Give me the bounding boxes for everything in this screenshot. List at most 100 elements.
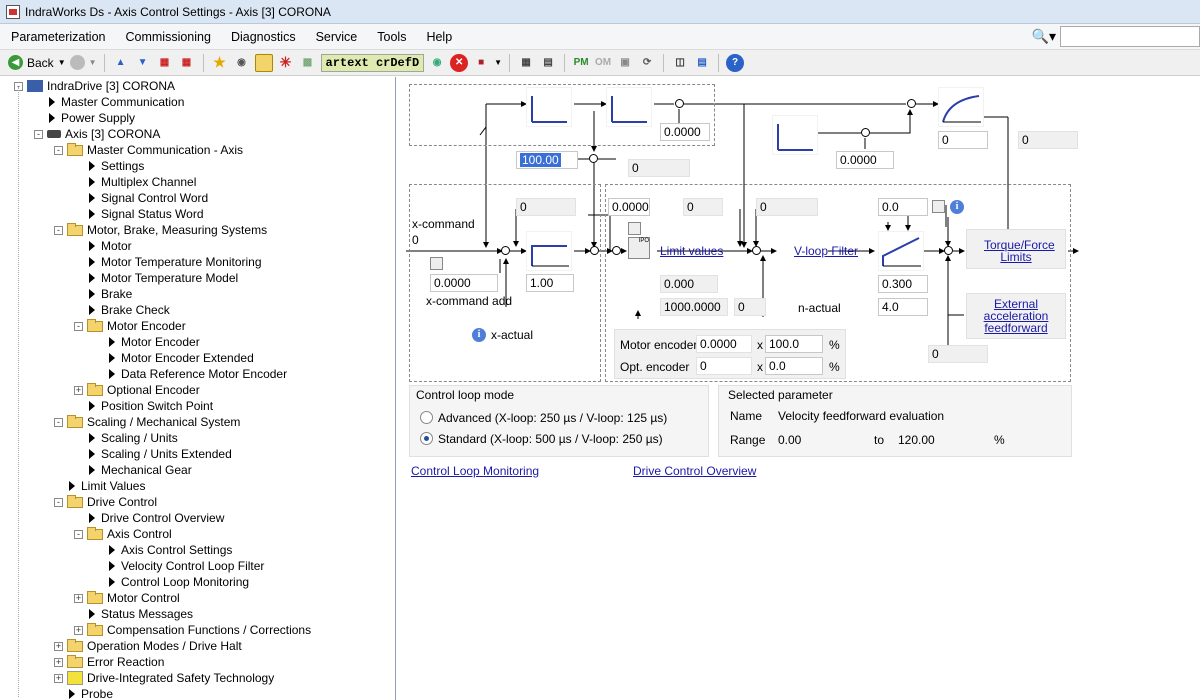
tree-item[interactable]: Motor Encoder: [94, 334, 200, 350]
top-right-output[interactable]: 0: [938, 131, 988, 149]
forward-button[interactable]: [69, 55, 85, 70]
tree-item[interactable]: -Scaling / Mechanical System: [54, 414, 240, 430]
collapse-icon[interactable]: -: [54, 497, 63, 507]
tree-item[interactable]: Signal Control Word: [74, 190, 208, 206]
menu-commissioning[interactable]: Commissioning: [125, 29, 211, 44]
tree-item[interactable]: Signal Status Word: [74, 206, 204, 222]
motor-encoder-factor[interactable]: 100.0: [765, 335, 823, 353]
folder-view-icon[interactable]: [254, 53, 273, 72]
find-icon[interactable]: ◉: [237, 57, 246, 68]
param-list-icon[interactable]: ▦: [159, 57, 170, 68]
tree-item[interactable]: Master Communication: [34, 94, 184, 110]
tree-item[interactable]: Axis Control Settings: [94, 542, 232, 558]
menu-diagnostics[interactable]: Diagnostics: [230, 29, 296, 44]
tree-item[interactable]: -Axis Control: [74, 526, 172, 542]
top-input-field[interactable]: 100.00: [520, 153, 561, 167]
tree-item[interactable]: Motor: [74, 238, 132, 254]
top-gain-field[interactable]: 0.0000: [660, 123, 710, 141]
expand-icon[interactable]: +: [74, 384, 83, 395]
tree-item[interactable]: Data Reference Motor Encoder: [94, 366, 287, 382]
menu-service[interactable]: Service: [315, 29, 358, 44]
kv-field[interactable]: 1.00: [526, 274, 574, 292]
collapse-icon[interactable]: -: [74, 321, 83, 331]
refresh-icon[interactable]: ⟳: [642, 57, 652, 68]
advanced-radio[interactable]: [420, 411, 433, 424]
expand-icon[interactable]: +: [74, 592, 83, 603]
tn-field[interactable]: 4.0: [878, 298, 928, 316]
compare-icon[interactable]: ▤: [697, 57, 707, 68]
tree-item[interactable]: Probe: [54, 686, 113, 700]
drive-icon[interactable]: ■: [478, 57, 485, 68]
tree-item[interactable]: Multiplex Channel: [74, 174, 196, 190]
limit-values-link[interactable]: Limit values: [660, 244, 724, 258]
menu-help[interactable]: Help: [426, 29, 453, 44]
tree-item[interactable]: Motor Encoder Extended: [94, 350, 254, 366]
v-feedforward-checkbox[interactable]: [932, 200, 945, 213]
standard-radio[interactable]: [420, 432, 433, 445]
navigate-up-icon[interactable]: ▲: [115, 57, 126, 68]
cancel-icon[interactable]: ✕: [450, 53, 469, 72]
tree-item[interactable]: +Error Reaction: [54, 654, 164, 670]
collapse-icon[interactable]: -: [74, 529, 83, 539]
v-feedforward-info-icon[interactable]: i: [950, 200, 964, 214]
top-right-gain-field[interactable]: 0.0000: [836, 151, 894, 169]
tree-item[interactable]: Motor Temperature Monitoring: [74, 254, 262, 270]
tree-item[interactable]: Status Messages: [74, 606, 193, 622]
tree-item[interactable]: Scaling / Units: [74, 430, 178, 446]
search-input[interactable]: [1060, 26, 1200, 47]
tree-item[interactable]: +Motor Control: [74, 590, 180, 606]
param-list2-icon[interactable]: ▦: [181, 57, 192, 68]
x-actual-info-icon[interactable]: i: [472, 328, 486, 342]
v-feedforward-field[interactable]: 0.0: [878, 198, 928, 216]
opt-encoder-factor[interactable]: 0.0: [765, 357, 823, 375]
tree-item[interactable]: Position Switch Point: [74, 398, 213, 414]
collapse-icon[interactable]: -: [54, 417, 63, 427]
expand-icon[interactable]: +: [54, 640, 63, 651]
bb-icon[interactable]: ▣: [620, 57, 630, 68]
navigate-down-icon[interactable]: ▼: [137, 57, 148, 68]
star-icon[interactable]: ★: [213, 54, 226, 70]
tree-item[interactable]: Motor Temperature Model: [74, 270, 238, 286]
tree-item[interactable]: -IndraDrive [3] CORONA: [14, 78, 175, 94]
collapse-icon[interactable]: -: [34, 129, 43, 139]
tree-item[interactable]: -Motor Encoder: [74, 318, 186, 334]
x-command-add-field[interactable]: 0.0000: [430, 274, 498, 292]
copy-icon[interactable]: ◫: [675, 57, 685, 68]
v-input-1-field[interactable]: 0.0000: [608, 198, 650, 216]
x-add-checkbox[interactable]: [430, 257, 443, 270]
tree-item[interactable]: Drive Control Overview: [74, 510, 224, 526]
globe-icon[interactable]: ◉: [432, 57, 442, 68]
expand-icon[interactable]: +: [74, 624, 83, 635]
menu-tools[interactable]: Tools: [377, 29, 407, 44]
drive-control-overview-link[interactable]: Drive Control Overview: [633, 464, 757, 478]
back-button[interactable]: ◀Back▼: [8, 55, 66, 70]
print-icon[interactable]: ▤: [543, 57, 553, 68]
tree-item[interactable]: Settings: [74, 158, 144, 174]
tree-item[interactable]: Control Loop Monitoring: [94, 574, 249, 590]
binoculars-icon[interactable]: 🔍▾: [1031, 28, 1056, 44]
ipo-checkbox[interactable]: [628, 222, 641, 235]
menu-parameterization[interactable]: Parameterization: [11, 29, 106, 44]
chart-icon[interactable]: ▩: [302, 57, 313, 68]
collapse-icon[interactable]: -: [54, 225, 63, 235]
tree-item[interactable]: Velocity Control Loop Filter: [94, 558, 264, 574]
pm-button[interactable]: PM: [573, 57, 589, 68]
tree-item[interactable]: -Motor, Brake, Measuring Systems: [54, 222, 267, 238]
om-button[interactable]: OM: [595, 57, 612, 68]
expand-icon[interactable]: +: [54, 672, 63, 683]
error-icon[interactable]: ✳: [279, 54, 292, 70]
tree-item[interactable]: -Master Communication - Axis: [54, 142, 243, 158]
tree-item[interactable]: Power Supply: [34, 110, 135, 126]
tree-item[interactable]: +Optional Encoder: [74, 382, 200, 398]
tree-item[interactable]: Mechanical Gear: [74, 462, 192, 478]
control-loop-monitoring-link[interactable]: Control Loop Monitoring: [411, 464, 540, 478]
tree-item[interactable]: +Compensation Functions / Corrections: [74, 622, 311, 638]
tree-item[interactable]: Brake: [74, 286, 132, 302]
collapse-icon[interactable]: -: [54, 145, 63, 155]
tree-item[interactable]: +Drive-Integrated Safety Technology: [54, 670, 274, 686]
ext-acceleration-feedforward-link[interactable]: External acceleration feedforward: [983, 297, 1049, 335]
expand-icon[interactable]: +: [54, 656, 63, 667]
help-icon[interactable]: ?: [726, 53, 745, 72]
oscilloscope-icon[interactable]: ▦: [521, 57, 531, 68]
torque-limits-link[interactable]: Torque/Force Limits: [984, 238, 1055, 264]
